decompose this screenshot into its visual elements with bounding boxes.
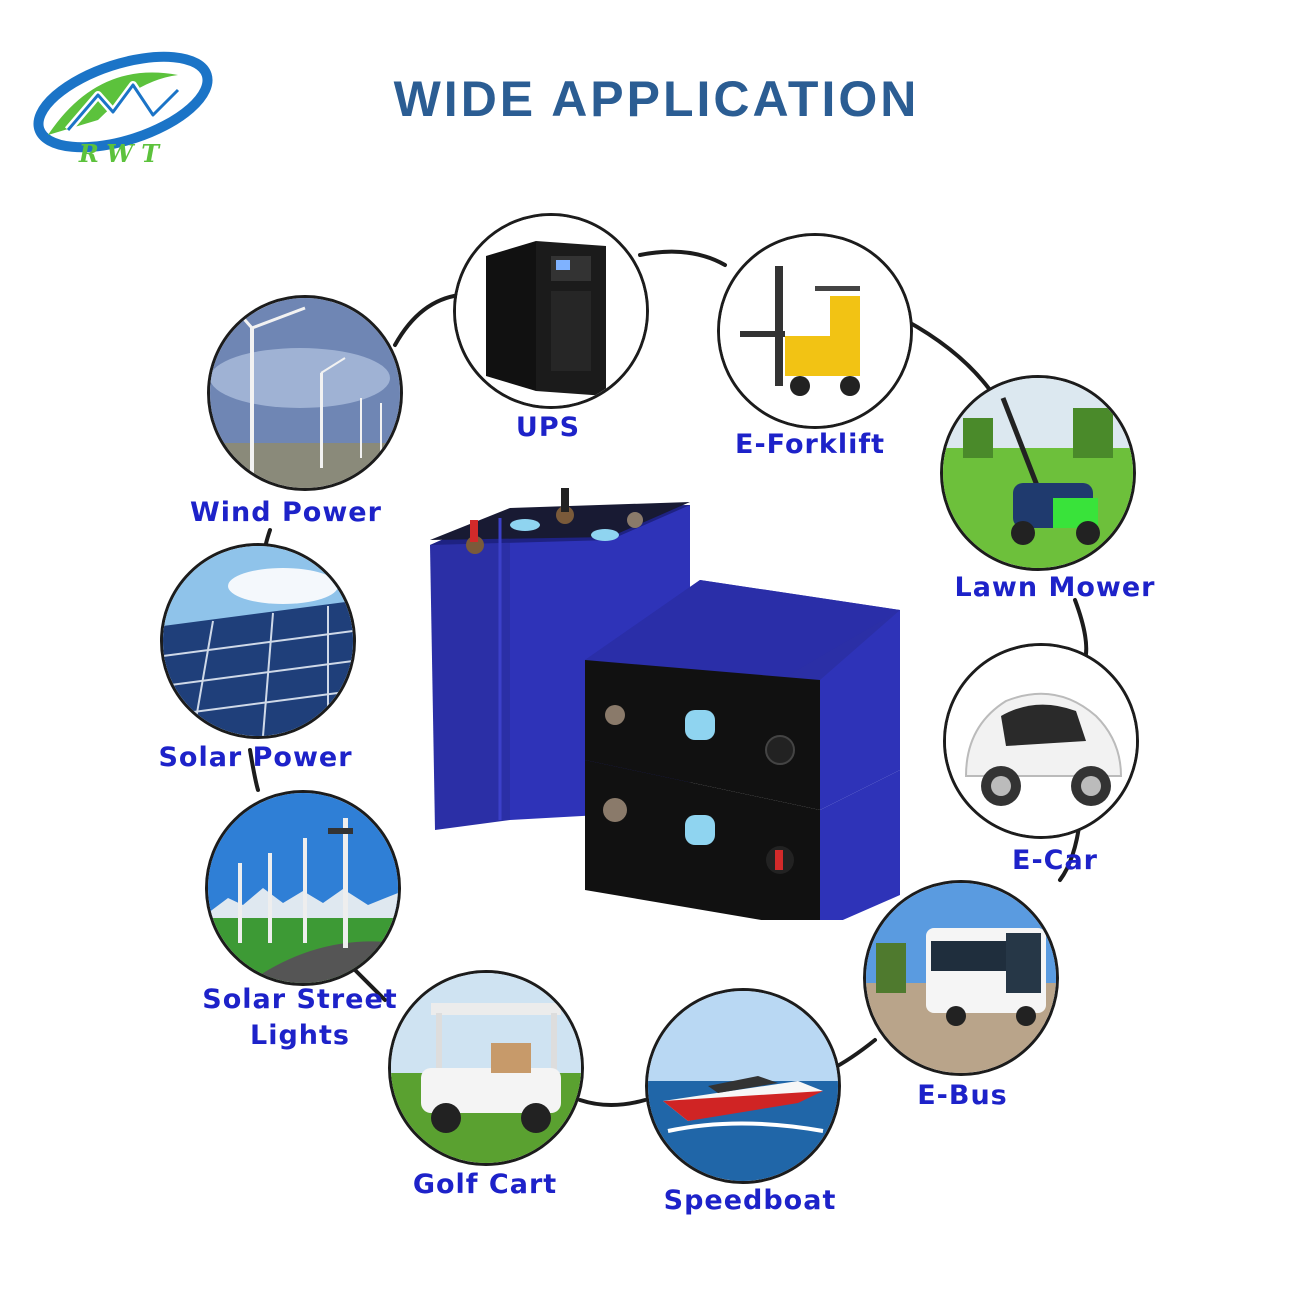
solar-panel-icon: [163, 546, 353, 736]
rwt-logo: RWT: [33, 51, 213, 168]
lifepo4-battery-cells: [430, 488, 900, 920]
lawnmower-icon: [943, 378, 1133, 568]
streetlights-label-line1: Solar Street: [202, 984, 398, 1015]
ecar-label: E-Car: [1012, 845, 1098, 876]
forklift-label: E-Forklift: [735, 429, 885, 460]
wind-turbine-icon: [210, 298, 400, 488]
forklift-bubble: [717, 233, 913, 429]
speedboat-icon: [648, 991, 838, 1181]
solar-bubble: [160, 543, 356, 739]
golfcart-bubble: [388, 970, 584, 1166]
streetlights-bubble: [205, 790, 401, 986]
forklift-icon: [720, 236, 910, 426]
lawnmower-label: Lawn Mower: [954, 572, 1156, 603]
speedboat-bubble: [645, 988, 841, 1184]
car-icon: [946, 646, 1136, 836]
page-title: WIDE APPLICATION: [393, 71, 920, 127]
streetlight-icon: [208, 793, 398, 983]
logo-text: RWT: [78, 139, 167, 168]
wind-label: Wind Power: [190, 497, 382, 528]
ups-bubble: [453, 213, 649, 409]
ups-icon: [456, 216, 646, 406]
ups-label: UPS: [515, 412, 581, 443]
streetlights-label-line2: Lights: [250, 1020, 350, 1051]
lawnmower-bubble: [940, 375, 1136, 571]
wind-bubble: [207, 295, 403, 491]
golfcart-icon: [391, 973, 581, 1163]
speedboat-label: Speedboat: [663, 1185, 837, 1216]
ecar-bubble: [943, 643, 1139, 839]
golfcart-label: Golf Cart: [412, 1169, 558, 1200]
ebus-label: E-Bus: [917, 1080, 1008, 1111]
streetlights-label: Solar Street Lights: [200, 982, 400, 1054]
solar-label: Solar Power: [158, 742, 353, 773]
